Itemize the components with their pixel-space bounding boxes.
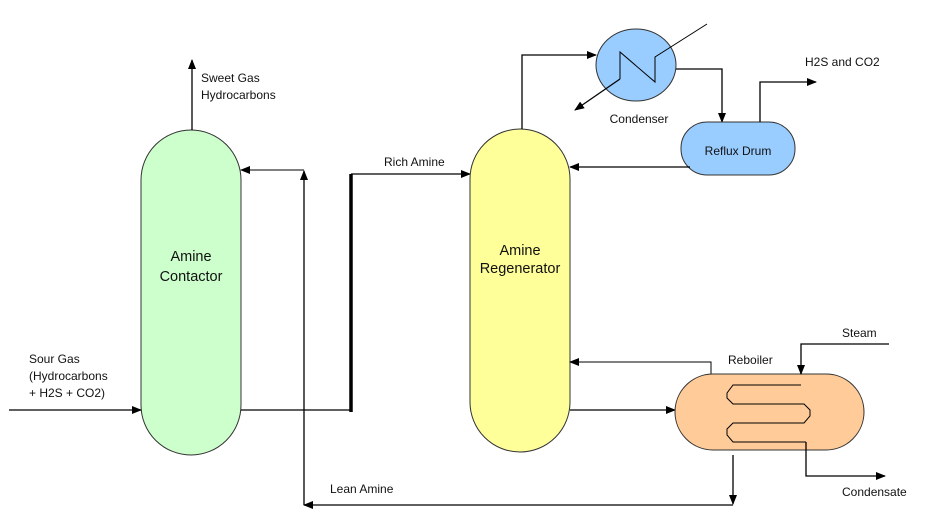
reboiler-label: Reboiler: [728, 353, 773, 367]
reboiler-vapor-return-line: [569, 358, 712, 374]
reboiler-tube-bundle: [726, 384, 811, 443]
steam-stream: Steam: [797, 326, 889, 375]
condensate-arrow: [805, 442, 886, 480]
sour-gas-label-line2: (Hydrocarbons: [29, 369, 108, 383]
condenser-shell: [595, 28, 677, 102]
sour-gas-label-line1: Sour Gas: [29, 352, 80, 366]
overhead-vapor-line: [521, 51, 597, 129]
reboiler-vessel: [674, 373, 865, 451]
reflux-drum-label: Reflux Drum: [705, 144, 772, 158]
regenerator-vessel: [469, 128, 571, 453]
amine-regenerator[interactable]: Amine Regenerator: [469, 128, 571, 453]
steam-arrow: [797, 343, 889, 375]
lean-amine-stream: Lean Amine: [240, 166, 737, 509]
acid-gas-label: H2S and CO2: [805, 55, 880, 69]
condensate-stream: Condensate: [805, 442, 907, 499]
amine-contactor[interactable]: Amine Contactor: [140, 129, 242, 456]
rich-amine-stream: Rich Amine: [241, 155, 471, 412]
sweet-gas-label-line2: Hydrocarbons: [201, 88, 276, 102]
sour-gas-stream: Sour Gas (Hydrocarbons + H2S + CO2): [9, 352, 142, 414]
lean-amine-label: Lean Amine: [330, 482, 394, 496]
condensate-to-drum-line: [676, 68, 726, 123]
regenerator-label-line1: Amine: [499, 243, 540, 259]
contactor-label-line2: Contactor: [160, 269, 223, 285]
sweet-gas-label-line1: Sweet Gas: [201, 71, 260, 85]
cooling-water-out-arrow: [574, 78, 621, 111]
reflux-drum-vessel: [680, 121, 796, 176]
regenerator-label-line2: Regenerator: [480, 261, 561, 277]
condensate-label: Condensate: [842, 485, 907, 499]
reflux-drum[interactable]: Reflux Drum: [680, 121, 796, 176]
reboiler[interactable]: Reboiler: [674, 353, 865, 451]
contactor-vessel: [140, 129, 242, 456]
contactor-label-line1: Amine: [170, 249, 211, 265]
sweet-gas-stream: Sweet Gas Hydrocarbons: [188, 59, 276, 130]
condenser-coil: [619, 23, 708, 84]
steam-label: Steam: [842, 326, 877, 340]
acid-gas-stream: H2S and CO2: [759, 55, 880, 122]
condenser[interactable]: Condenser: [574, 23, 708, 126]
condenser-label: Condenser: [610, 112, 669, 126]
sour-gas-label-line3: + H2S + CO2): [29, 386, 105, 400]
acid-gas-arrow: [759, 78, 817, 122]
rich-amine-label: Rich Amine: [384, 155, 445, 169]
